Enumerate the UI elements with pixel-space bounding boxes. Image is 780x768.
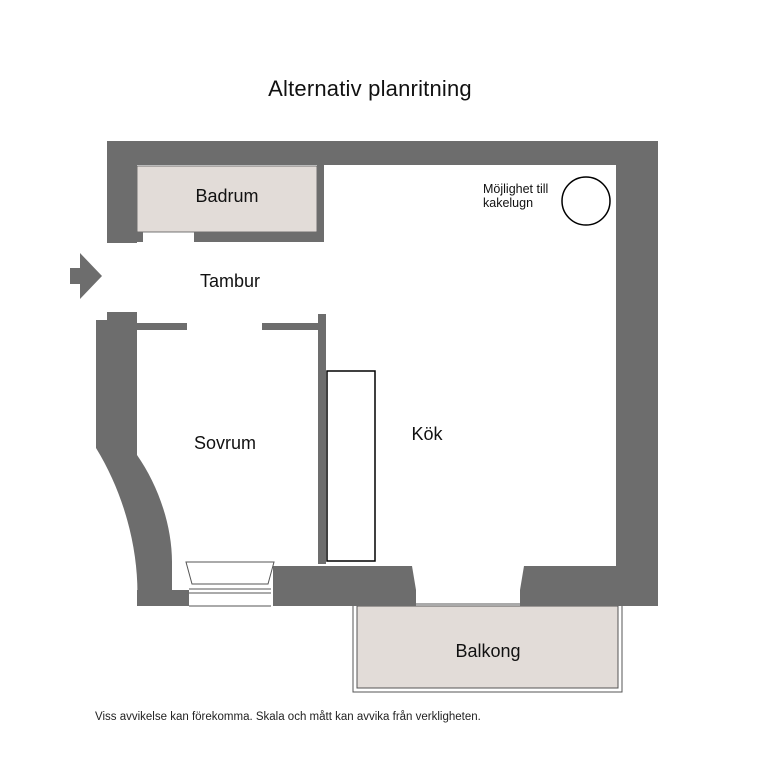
tiled-stove-circle (561, 176, 611, 226)
entrance-arrow-icon (70, 253, 102, 299)
wall-left-upper (107, 141, 137, 243)
wall-bottom-mid (273, 566, 416, 606)
wall-bottom-right (520, 566, 658, 606)
disclaimer-text: Viss avvikelse kan förekomma. Skala och … (95, 711, 481, 723)
balcony (352, 603, 623, 693)
stove-note-line1: Möjlighet till (483, 182, 548, 196)
room-label-kok: Kök (411, 424, 443, 444)
room-label-balkong: Balkong (455, 641, 520, 661)
wall-bottom-left (137, 590, 189, 606)
wall-bedroom-top-left (137, 323, 187, 330)
balcony-floor (356, 605, 619, 689)
wall-bedroom-top-right (262, 323, 326, 330)
room-label-badrum: Badrum (195, 186, 258, 206)
kitchen-counter (326, 370, 376, 562)
wall-bathroom-right (317, 165, 324, 242)
walls (96, 141, 658, 606)
wall-kitchen-partition (318, 314, 326, 564)
room-label-sovrum: Sovrum (194, 433, 256, 453)
plan-title: Alternativ planritning (268, 76, 472, 101)
wall-right (616, 141, 658, 606)
wall-bathroom-bottom-right (194, 232, 324, 242)
wall-top (107, 141, 658, 165)
room-label-tambur: Tambur (200, 271, 260, 291)
bathroom-floor (136, 165, 318, 233)
stove-note-line2: kakelugn (483, 196, 533, 210)
wall-bathroom-bottom-left (107, 232, 143, 242)
wall-left-curved (96, 312, 172, 606)
bedroom-window (185, 561, 275, 607)
